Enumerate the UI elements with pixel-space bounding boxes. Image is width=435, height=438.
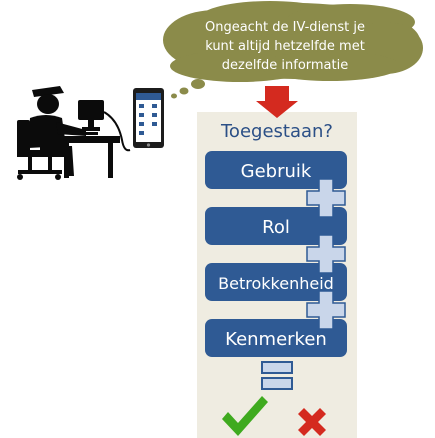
step-label-2: Rol	[262, 217, 290, 238]
thought-bubble: Ongeacht de IV-dienst je kunt altijd het…	[163, 1, 423, 99]
step-box-4	[205, 319, 347, 357]
plus-connector-3	[306, 290, 346, 330]
step-label-3: Betrokkenheid	[218, 274, 334, 293]
step-box-2	[205, 207, 347, 245]
thought-cloud	[163, 1, 423, 82]
down-arrow-icon	[256, 86, 298, 118]
step-label-1: Gebruik	[241, 161, 312, 182]
tablet-icon	[133, 88, 164, 148]
thought-text-line-3: dezelfde informatie	[222, 58, 348, 73]
checkmark-icon	[222, 396, 268, 436]
cross-icon	[298, 408, 326, 436]
step-box-1	[205, 151, 347, 189]
plus-connector-2	[306, 234, 346, 274]
thought-text-line-2: kunt altijd hetzelfde met	[205, 39, 365, 54]
equals-icon	[261, 361, 293, 390]
thought-trail-dots	[171, 79, 205, 99]
thought-text-line-1: Ongeacht de IV-dienst je	[205, 20, 365, 35]
decision-panel-title: Toegestaan?	[220, 121, 333, 142]
plus-connector-1	[306, 178, 346, 218]
person-at-computer-icon	[17, 86, 131, 180]
step-box-3	[205, 263, 347, 301]
step-label-4: Kenmerken	[225, 329, 327, 350]
